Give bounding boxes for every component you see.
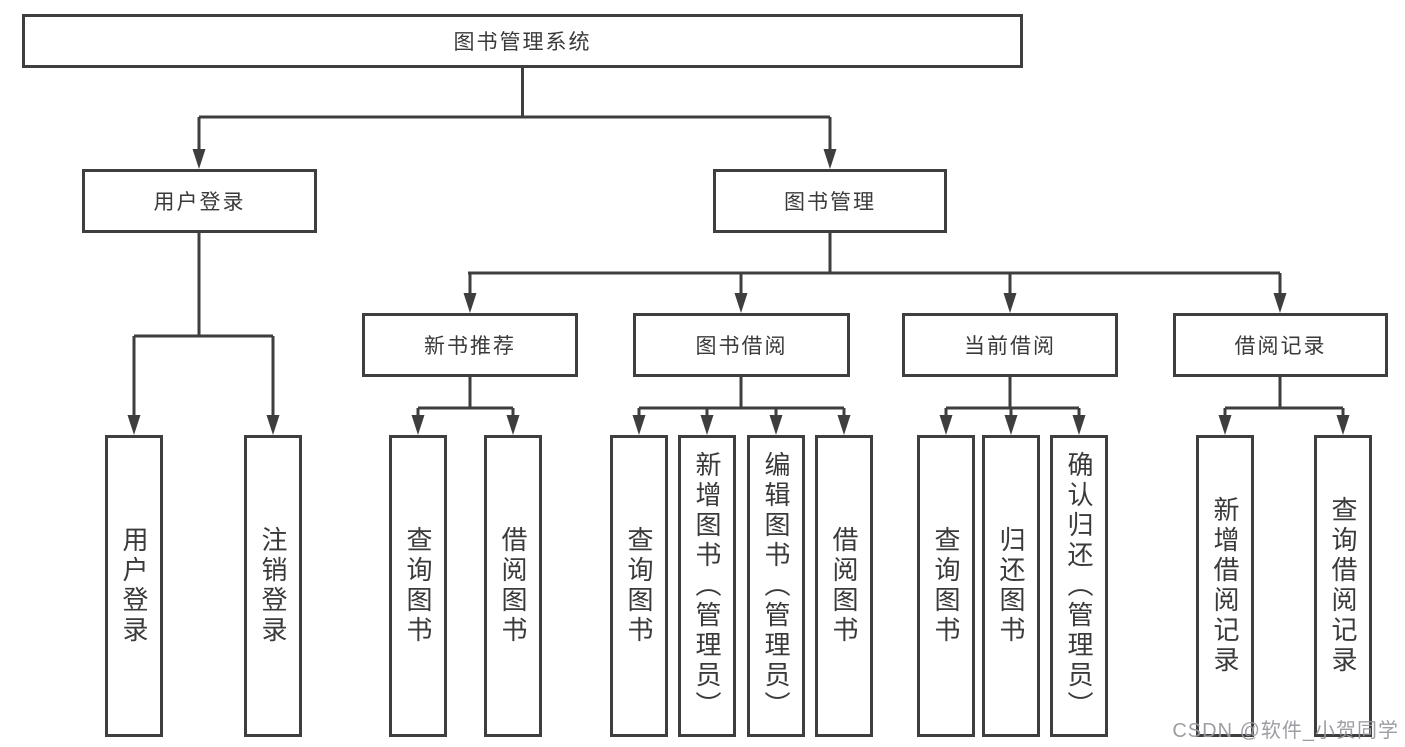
leaf-borrow-books-recommend: 借阅图书: [484, 435, 542, 737]
node-library-management-system: 图书管理系统: [22, 14, 1023, 68]
leaf-query-books-recommend: 查询图书: [389, 435, 447, 737]
leaf-add-book-admin: 新增图书（管理员）: [678, 435, 736, 737]
node-label: 图书管理系统: [453, 31, 592, 54]
leaf-confirm-return-admin: 确认归还（管理员）: [1050, 435, 1108, 737]
leaf-edit-book-admin: 编辑图书（管理员）: [747, 435, 805, 737]
leaf-label: 查询借阅记录: [1328, 496, 1358, 676]
leaf-add-borrow-record: 新增借阅记录: [1196, 435, 1254, 737]
leaf-label: 归还图书: [996, 526, 1026, 646]
node-label: 图书管理: [784, 191, 876, 214]
edges-book-management-to-level3: [463, 232, 1287, 313]
leaf-query-books-borrowing: 查询图书: [610, 435, 668, 737]
edges-borrow-records-to-leaves: [1218, 377, 1350, 435]
node-label: 图书借阅: [695, 335, 788, 358]
edges-new-book-recommend-to-leaves: [411, 377, 520, 435]
leaf-label: 用户登录: [119, 526, 149, 646]
leaf-query-books-current: 查询图书: [917, 435, 975, 737]
node-borrow-records: 借阅记录: [1173, 313, 1388, 377]
node-label: 新书推荐: [424, 335, 516, 358]
node-book-borrowing: 图书借阅: [633, 313, 850, 377]
node-user-login: 用户登录: [82, 169, 317, 233]
leaf-label: 注销登录: [258, 526, 288, 646]
leaf-return-books: 归还图书: [982, 435, 1040, 737]
edges-root-to-level2: [192, 68, 837, 169]
csdn-watermark: CSDN @软件_小贺同学: [1172, 720, 1399, 742]
leaf-label: 查询图书: [624, 526, 654, 646]
node-new-book-recommend: 新书推荐: [362, 313, 578, 377]
node-label: 借阅记录: [1234, 335, 1327, 358]
leaf-label: 查询图书: [403, 526, 433, 646]
node-book-management: 图书管理: [713, 169, 947, 233]
edges-user-login-to-leaves: [127, 233, 280, 435]
leaf-user-login: 用户登录: [105, 435, 163, 737]
leaf-label: 查询图书: [931, 526, 961, 646]
node-current-borrowing: 当前借阅: [902, 313, 1118, 377]
edges-book-borrowing-to-leaves: [632, 377, 851, 435]
leaf-label: 借阅图书: [829, 526, 859, 646]
leaf-query-borrow-record: 查询借阅记录: [1314, 435, 1372, 737]
leaf-label: 新增借阅记录: [1210, 496, 1240, 676]
node-label: 用户登录: [153, 191, 246, 214]
node-label: 当前借阅: [964, 335, 1056, 358]
leaf-logout: 注销登录: [244, 435, 302, 737]
edges-current-borrowing-to-leaves: [939, 377, 1086, 435]
leaf-label: 确认归还（管理员）: [1064, 451, 1094, 721]
leaf-label: 编辑图书（管理员）: [761, 451, 791, 721]
leaf-label: 借阅图书: [498, 526, 528, 646]
leaf-borrow-books: 借阅图书: [815, 435, 873, 737]
leaf-label: 新增图书（管理员）: [692, 451, 722, 721]
